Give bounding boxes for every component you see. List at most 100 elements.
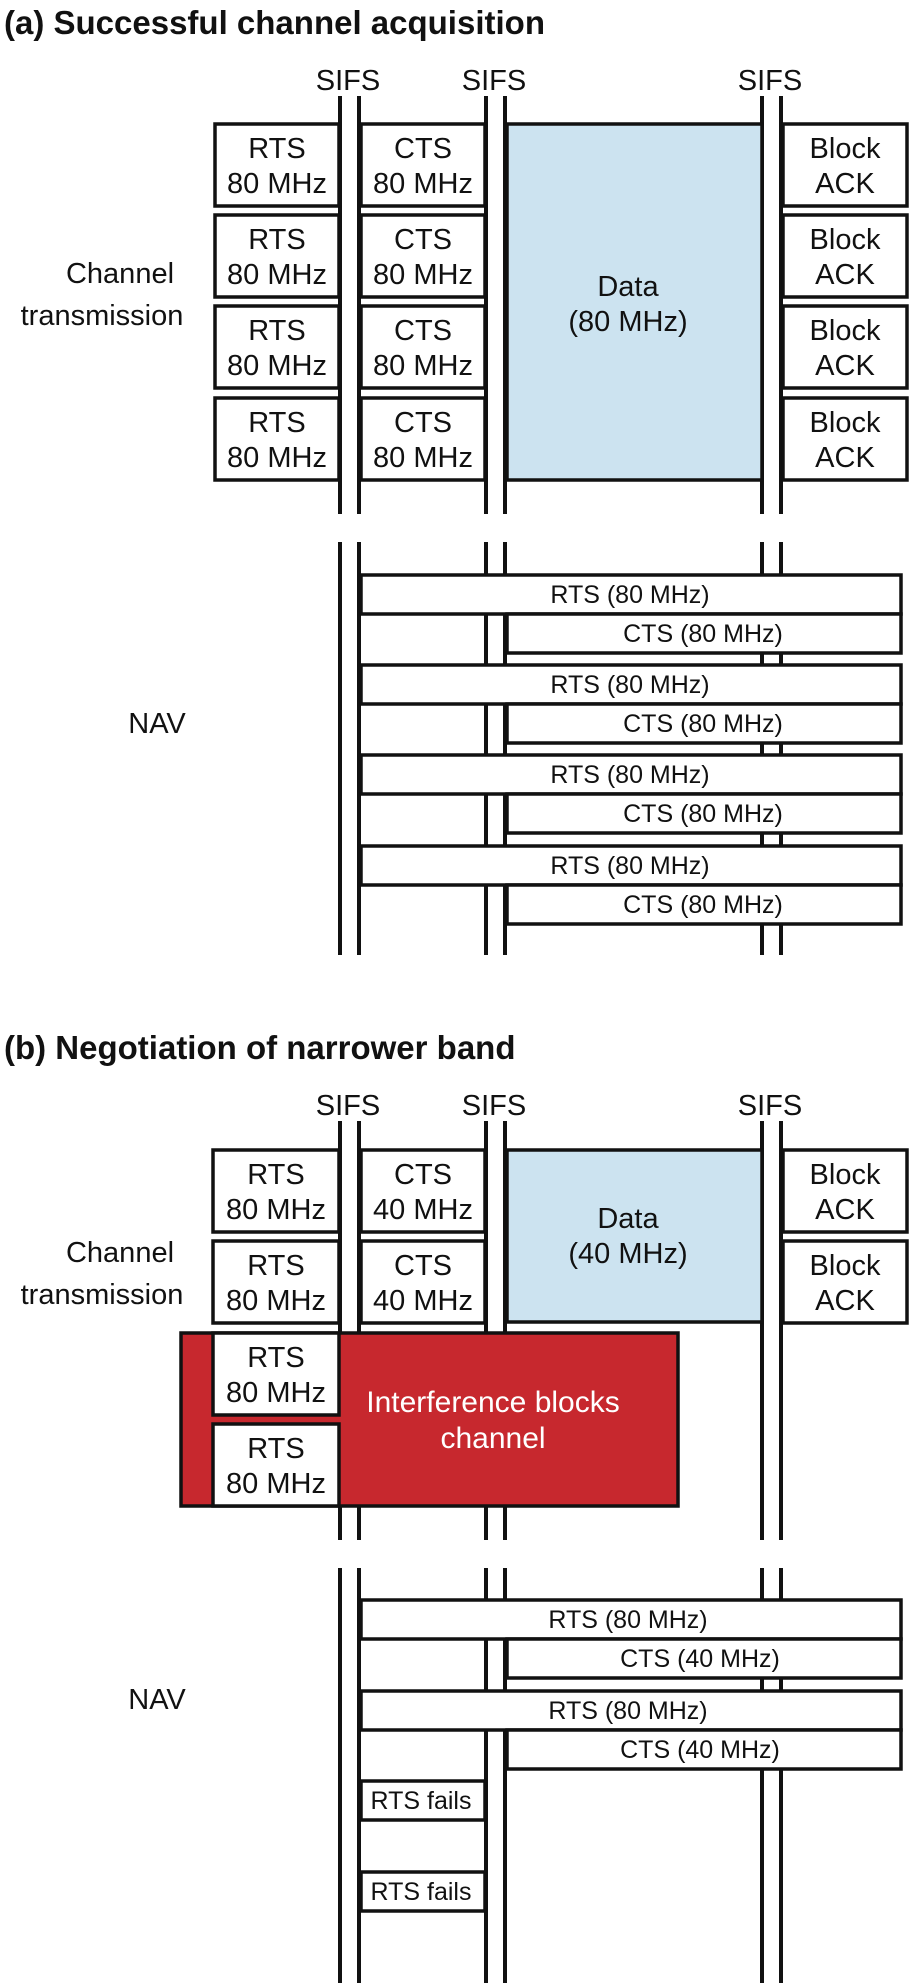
block-ack-label: Block [810, 407, 881, 439]
panel-a-data-block [505, 122, 764, 482]
interference-label-line1: Interference blocks [366, 1386, 619, 1419]
block-ack-label: Block [810, 1250, 881, 1282]
nav-rts-fails-label: RTS fails [371, 1878, 472, 1906]
block-ack-label: Block [810, 315, 881, 347]
panel-a-channel-row: RTS 80 MHz CTS 80 MHz Block ACK [213, 213, 909, 299]
cts-label: CTS [394, 133, 452, 165]
nav-cts-bar [505, 702, 903, 745]
nav-rts-label: RTS (80 MHz) [548, 1697, 707, 1725]
cts-label: CTS [394, 1159, 452, 1191]
block-ack-label-2: ACK [815, 350, 875, 382]
block-ack-label: Block [810, 224, 881, 256]
rts-label: RTS [248, 133, 305, 165]
nav-cts-bar [505, 792, 903, 835]
panel-a-nav-bars: RTS (80 MHz) CTS (80 MHz) RTS (80 MHz) C… [359, 573, 903, 926]
panel-a-title: (a) Successful channel acquisition [4, 4, 545, 41]
block-ack-label-2: ACK [815, 1194, 875, 1226]
panel-a-channel-row: RTS 80 MHz CTS 80 MHz Block ACK [213, 304, 909, 390]
panel-b-block-ack-frame [781, 1148, 909, 1234]
panel-a-channel-row: RTS 80 MHz CTS 80 MHz Block ACK [213, 122, 909, 208]
panel-b-sifs-label-2: SIFS [462, 1090, 526, 1122]
panel-b-block-ack-frame [781, 1239, 909, 1325]
panel-a-rts-frame [213, 122, 341, 208]
cts-bandwidth: 80 MHz [373, 168, 473, 200]
panel-b-data-block [505, 1148, 764, 1324]
panel-b-rts-frame [211, 1148, 341, 1234]
nav-cts-bar [505, 1637, 903, 1680]
cts-bandwidth: 80 MHz [373, 350, 473, 382]
rts-bandwidth: 80 MHz [227, 350, 327, 382]
rts-bandwidth: 80 MHz [227, 442, 327, 474]
block-ack-label-2: ACK [815, 442, 875, 474]
nav-rts-bar [359, 1689, 903, 1732]
rts-label: RTS [247, 1433, 304, 1465]
cts-label: CTS [394, 1250, 452, 1282]
panel-a-block-ack-frame [781, 122, 909, 208]
nav-cts-bar [505, 1728, 903, 1771]
nav-cts-bar [505, 612, 903, 655]
nav-rts-bar [359, 844, 903, 887]
nav-rts-label: RTS (80 MHz) [548, 1606, 707, 1634]
cts-bandwidth: 40 MHz [373, 1285, 473, 1317]
panel-b-sifs-label-3: SIFS [738, 1090, 802, 1122]
panel-a-cts-frame [359, 213, 487, 299]
panel-b-data-label-line2: (40 MHz) [568, 1238, 687, 1270]
panel-b-channel-row: RTS 80 MHz CTS 40 MHz Block ACK [211, 1239, 909, 1325]
panel-b-nav-label: NAV [128, 1684, 186, 1716]
panel-a-sifs-label-1: SIFS [316, 65, 380, 97]
panel-a-cts-frame [359, 396, 487, 482]
nav-rts-fails-label: RTS fails [371, 1787, 472, 1815]
nav-cts-label: CTS (40 MHz) [620, 1736, 780, 1764]
cts-label: CTS [394, 407, 452, 439]
panel-b-cts-frame [359, 1148, 487, 1234]
panel-a-channel-label-line1: Channel [66, 258, 174, 290]
panel-b: (b) Negotiation of narrower band SIFS SI… [4, 1029, 909, 1983]
cts-bandwidth: 40 MHz [373, 1194, 473, 1226]
nav-rts-bar [359, 753, 903, 796]
nav-rts-label: RTS (80 MHz) [550, 852, 709, 880]
nav-rts-label: RTS (80 MHz) [550, 761, 709, 789]
rts-label: RTS [247, 1342, 304, 1374]
panel-a-channel-row: RTS 80 MHz CTS 80 MHz Block ACK [213, 396, 909, 482]
block-ack-label-2: ACK [815, 259, 875, 291]
nav-cts-bar [505, 883, 903, 926]
rts-bandwidth: 80 MHz [227, 168, 327, 200]
panel-b-blocked-row: RTS 80 MHz [211, 1331, 341, 1417]
rts-bandwidth: 80 MHz [226, 1377, 326, 1409]
panel-a-rts-frame [213, 304, 341, 390]
nav-cts-label: CTS (40 MHz) [620, 1645, 780, 1673]
panel-b-cts-frame [359, 1239, 487, 1325]
panel-a-channel-label-line2: transmission [21, 300, 184, 332]
panel-a: (a) Successful channel acquisition SIFS … [4, 4, 909, 955]
block-ack-label-2: ACK [815, 1285, 875, 1317]
panel-a-rts-frame [213, 396, 341, 482]
panel-b-channel-row: RTS 80 MHz CTS 40 MHz Block ACK [211, 1148, 909, 1234]
nav-rts-bar [359, 1598, 903, 1641]
cts-label: CTS [394, 224, 452, 256]
panel-a-sifs-label-3: SIFS [738, 65, 802, 97]
panel-b-title: (b) Negotiation of narrower band [4, 1029, 515, 1066]
cts-bandwidth: 80 MHz [373, 442, 473, 474]
panel-a-rts-frame [213, 213, 341, 299]
nav-rts-label: RTS (80 MHz) [550, 671, 709, 699]
block-ack-label: Block [810, 133, 881, 165]
nav-rts-fails-bar [359, 1779, 487, 1822]
panel-b-blocked-row: RTS 80 MHz [211, 1422, 341, 1508]
panel-b-channel-label-line1: Channel [66, 1237, 174, 1269]
panel-b-nav-bars: RTS (80 MHz) CTS (40 MHz) RTS (80 MHz) C… [359, 1598, 903, 1913]
nav-cts-label: CTS (80 MHz) [623, 620, 783, 648]
nav-cts-label: CTS (80 MHz) [623, 800, 783, 828]
block-ack-label-2: ACK [815, 168, 875, 200]
rts-label: RTS [248, 224, 305, 256]
panel-a-data-label-line1: Data [597, 271, 659, 303]
panel-a-cts-frame [359, 122, 487, 208]
rts-bandwidth: 80 MHz [226, 1285, 326, 1317]
rts-bandwidth: 80 MHz [227, 259, 327, 291]
rts-label: RTS [248, 315, 305, 347]
interference-label-line2: channel [440, 1422, 545, 1455]
nav-rts-label: RTS (80 MHz) [550, 581, 709, 609]
panel-a-sifs-label-2: SIFS [462, 65, 526, 97]
cts-bandwidth: 80 MHz [373, 259, 473, 291]
panel-a-cts-frame [359, 304, 487, 390]
